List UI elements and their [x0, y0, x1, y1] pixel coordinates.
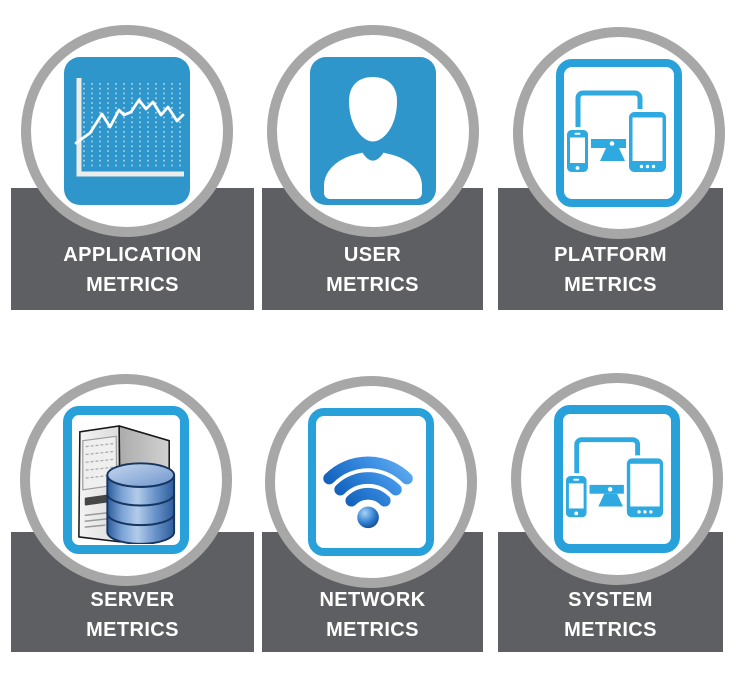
metric-label-line1: USER [343, 244, 402, 266]
metric-label-line2: METRICS [86, 274, 179, 296]
devices-icon [556, 59, 682, 207]
metric-label-line1: SERVER [90, 589, 175, 611]
metric-circle-badge [265, 376, 477, 588]
metric-label-line1: PLATFORM [554, 244, 667, 266]
metric-label-line1: APPLICATION [63, 244, 202, 266]
metric-circle-badge [513, 27, 725, 239]
metric-label-line2: METRICS [564, 274, 657, 296]
user-icon [310, 57, 436, 205]
metric-label-line2: METRICS [326, 274, 419, 296]
metric-label-line1: SYSTEM [568, 589, 653, 611]
metric-circle-badge [511, 373, 723, 585]
metric-label-line1: NETWORK [319, 589, 426, 611]
wifi-icon [308, 408, 434, 556]
metric-label-line2: METRICS [564, 619, 657, 641]
metric-circle-badge [20, 374, 232, 586]
metric-circle-badge [21, 25, 233, 237]
devices-icon [554, 405, 680, 553]
server-database-icon [63, 406, 189, 554]
line-chart-icon [64, 57, 190, 205]
metric-label-line2: METRICS [86, 619, 179, 641]
metric-label-line2: METRICS [326, 619, 419, 641]
metric-circle-badge [267, 25, 479, 237]
